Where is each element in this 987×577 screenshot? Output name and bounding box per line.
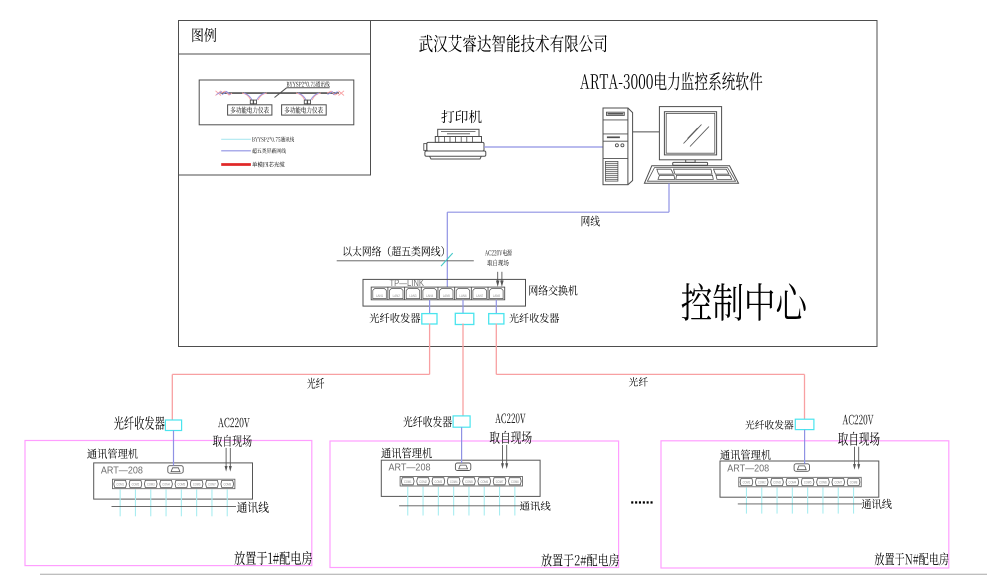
- svg-text:COM8: COM8: [850, 481, 858, 485]
- svg-text:COM7: COM7: [208, 483, 216, 487]
- svg-text:COM5: COM5: [178, 483, 186, 487]
- svg-text:COM6: COM6: [819, 481, 827, 485]
- svg-text:ART—208: ART—208: [389, 462, 431, 474]
- svg-text:ART—208: ART—208: [101, 464, 143, 476]
- svg-text:LAN1: LAN1: [376, 294, 383, 298]
- svg-text:LAN4: LAN4: [426, 294, 433, 298]
- svg-text:COM6: COM6: [193, 483, 201, 487]
- svg-text:ART—208: ART—208: [727, 462, 769, 474]
- svg-text:LAN8: LAN8: [493, 294, 500, 298]
- svg-text:COM2: COM2: [758, 481, 766, 485]
- svg-text:COM7: COM7: [834, 481, 842, 485]
- svg-text:COM6: COM6: [480, 480, 488, 484]
- svg-text:COM1: COM1: [116, 483, 124, 487]
- svg-text:COM1: COM1: [404, 480, 412, 484]
- svg-text:LAN7: LAN7: [476, 294, 483, 298]
- svg-text:TP—LINK: TP—LINK: [390, 278, 425, 289]
- svg-text:COM3: COM3: [773, 481, 781, 485]
- svg-text:LAN5: LAN5: [443, 294, 450, 298]
- svg-text:COM5: COM5: [804, 481, 812, 485]
- svg-text:COM8: COM8: [223, 483, 231, 487]
- svg-text:COM7: COM7: [496, 480, 504, 484]
- svg-text:COM4: COM4: [450, 480, 458, 484]
- svg-text:COM3: COM3: [435, 480, 443, 484]
- svg-text:COM5: COM5: [465, 480, 473, 484]
- svg-text:COM2: COM2: [419, 480, 427, 484]
- svg-text:COM3: COM3: [147, 483, 155, 487]
- svg-text:LAN3: LAN3: [409, 294, 416, 298]
- svg-text:COM2: COM2: [132, 483, 140, 487]
- svg-text:COM4: COM4: [789, 481, 797, 485]
- svg-text:LAN6: LAN6: [459, 294, 466, 298]
- svg-text:COM1: COM1: [743, 481, 751, 485]
- svg-text:LAN2: LAN2: [393, 294, 400, 298]
- svg-text:COM8: COM8: [511, 480, 519, 484]
- svg-text:COM4: COM4: [162, 483, 170, 487]
